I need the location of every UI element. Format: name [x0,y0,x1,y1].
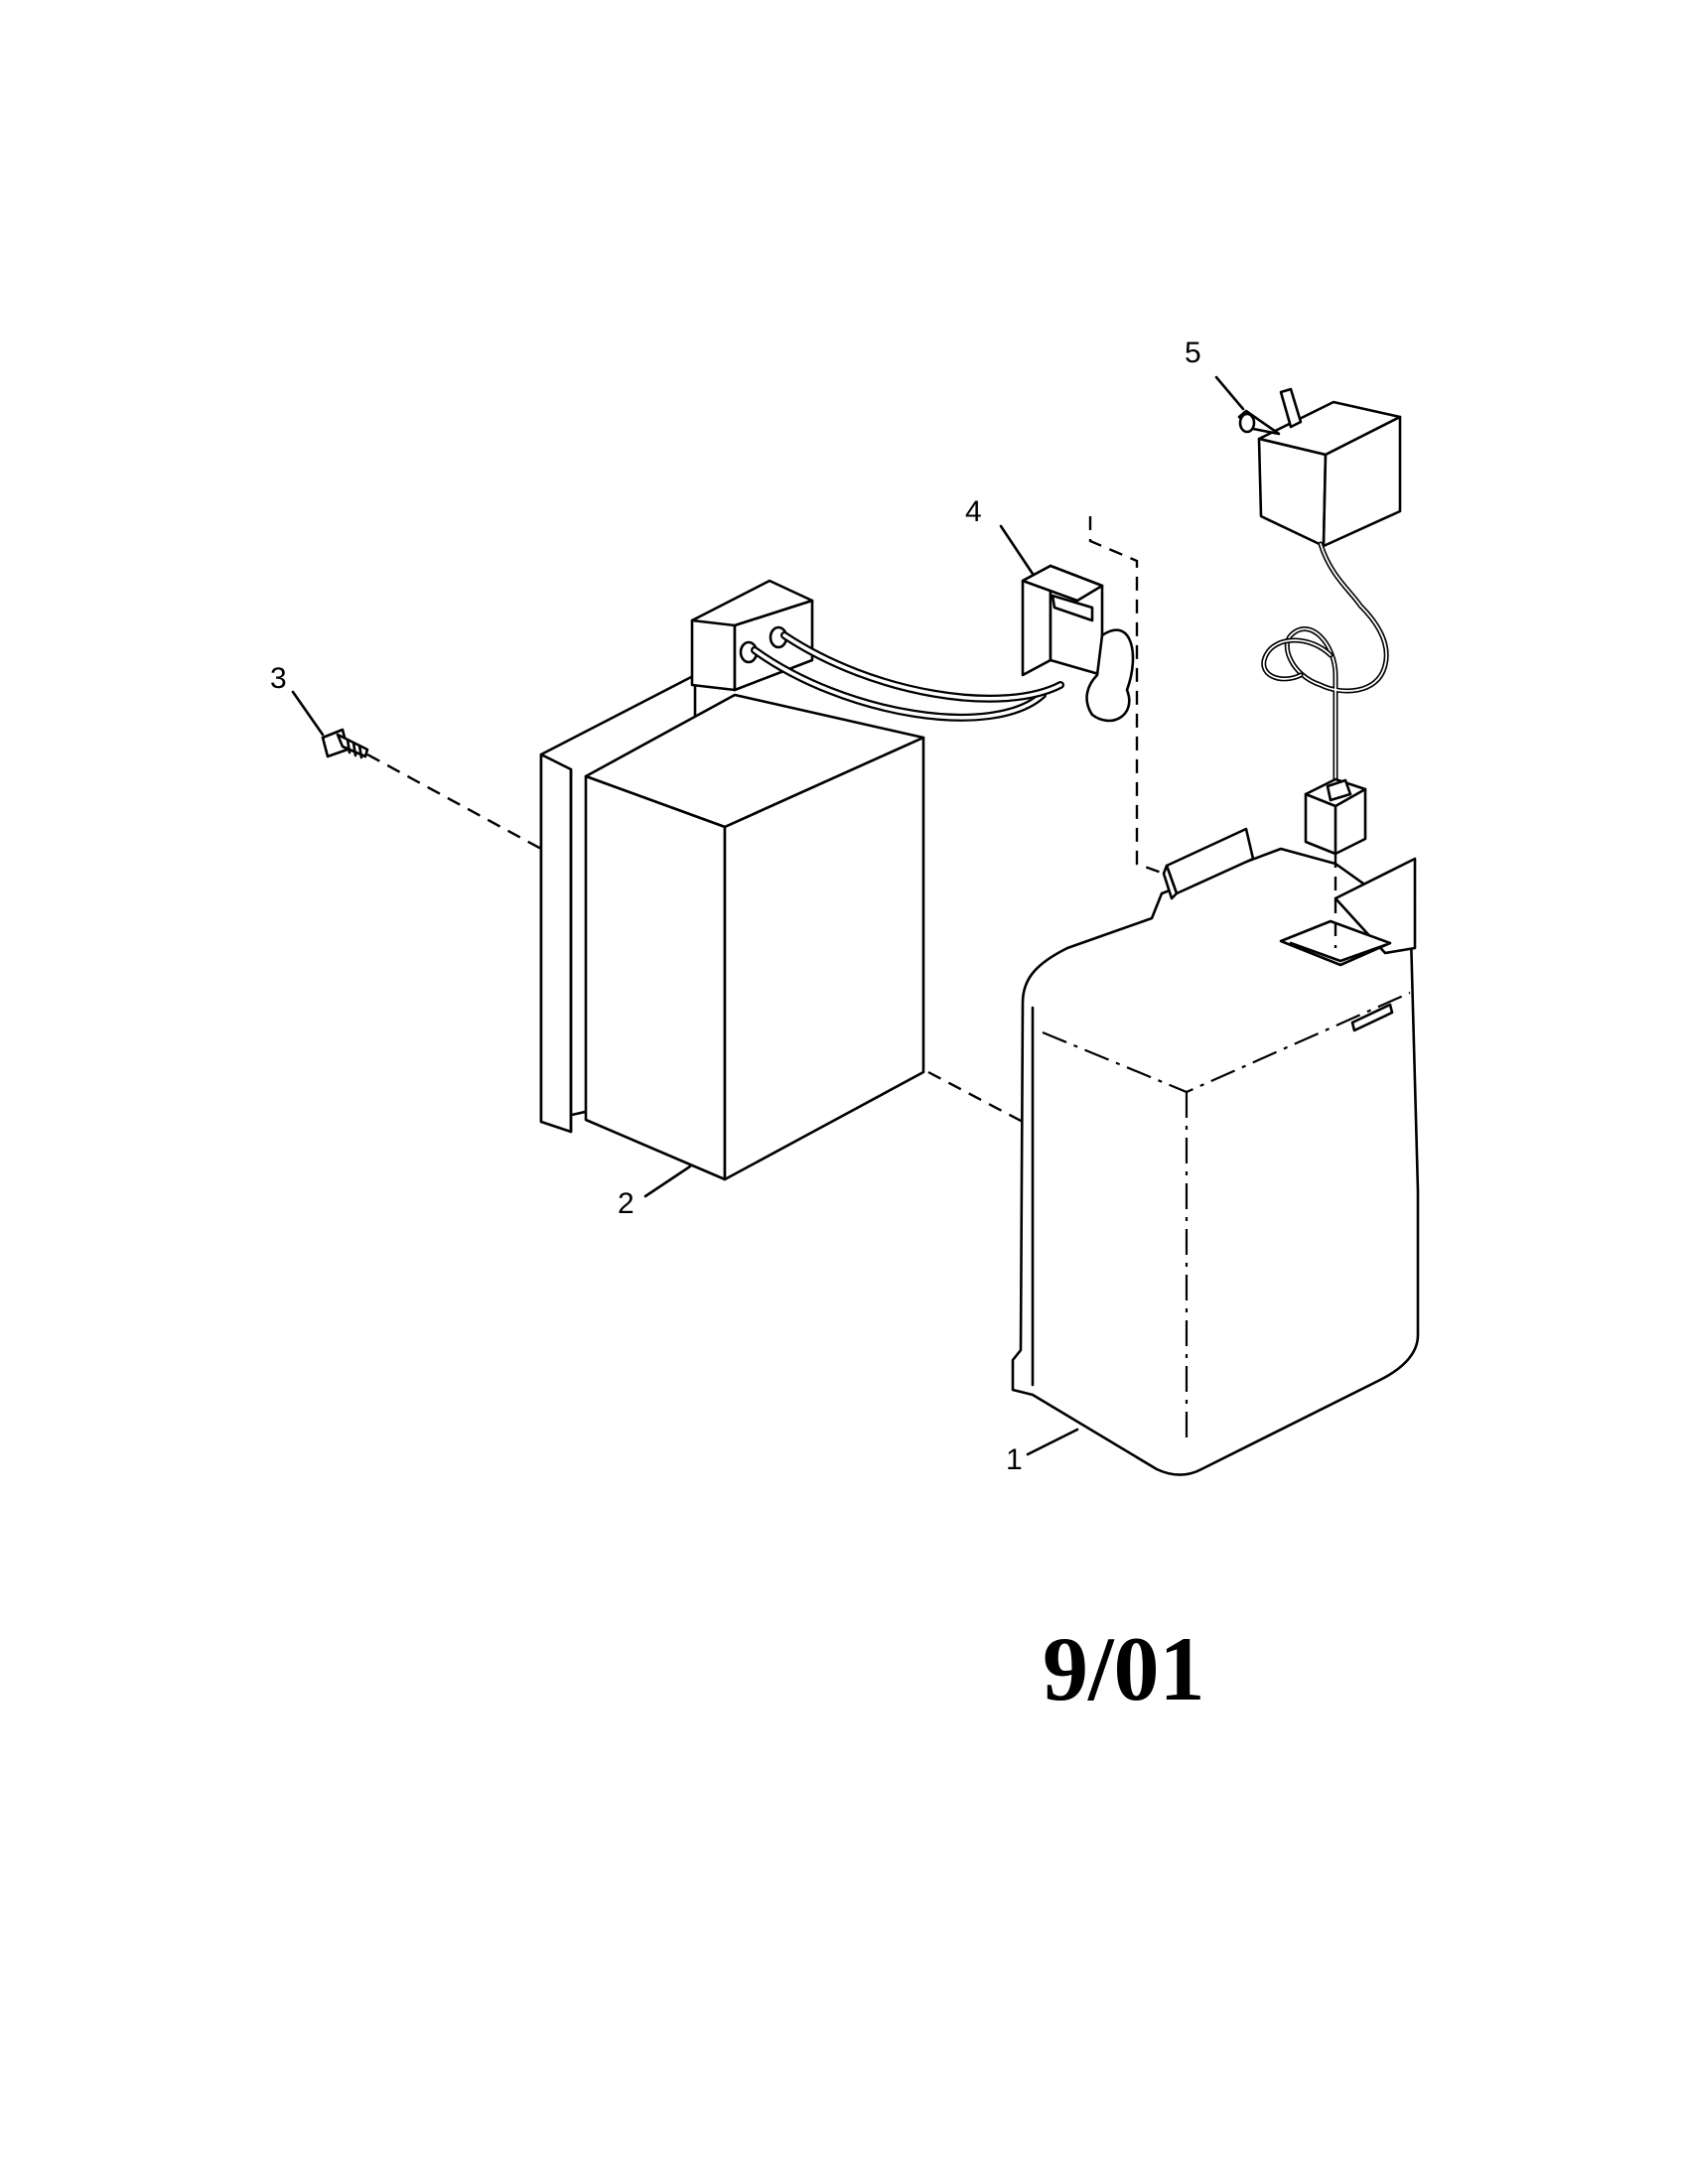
leader-lines [291,375,1245,1456]
callout-5: 5 [1185,337,1201,369]
callout-2: 2 [618,1187,634,1220]
cover [1011,827,1420,1476]
callout-3: 3 [270,662,287,695]
callout-1: 1 [1006,1443,1023,1476]
screw [321,728,369,759]
battery-clip-connector [1021,564,1135,723]
callout-4: 4 [965,495,982,528]
date-stamp: 9/01 [1043,1618,1205,1719]
assembly-lines [366,516,1337,1124]
battery-pack [539,579,1064,1181]
ac-adapter [1237,387,1402,856]
